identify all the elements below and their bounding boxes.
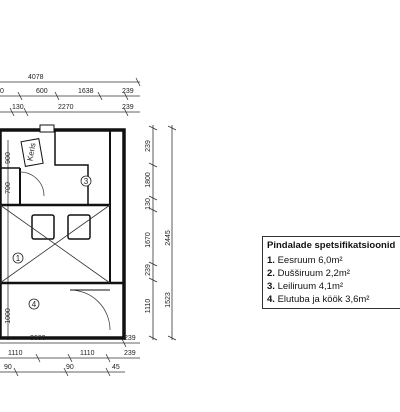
dim-label: 45 (112, 364, 120, 371)
legend-item-number: 1. (267, 255, 275, 266)
area-specification-legend: Pindalade spetsifikatsioonid 1. Eesruum … (262, 236, 400, 309)
room-number: 3 (84, 177, 89, 186)
dim-label: 1110 (8, 350, 23, 357)
legend-item-text: Dušširuum 2,2m² (277, 268, 350, 279)
legend-item-text: Elutuba ja köök 3,6m² (277, 294, 370, 305)
legend-item: 4. Elutuba ja köök 3,6m² (267, 293, 400, 306)
legend-item-number: 4. (267, 294, 275, 305)
dim-label: 239 (145, 264, 152, 276)
room-number: 4 (32, 300, 37, 309)
dim-label: 1800 (145, 172, 152, 188)
dim-label: 1638 (78, 88, 94, 95)
dim-label: 90 (66, 364, 74, 371)
dim-label: 700 (5, 182, 12, 194)
dim-label: 90 (4, 364, 12, 371)
sauna-stove: Keris (20, 138, 44, 167)
dim-label: 1110 (80, 350, 95, 357)
legend-item-number: 2. (267, 268, 275, 279)
room-labels: 3 1 4 (12, 175, 92, 310)
door-swing-arc (19, 171, 45, 197)
dim-label: 130 (12, 104, 24, 111)
legend-title: Pindalade spetsifikatsioonid (267, 240, 396, 251)
legend-item: 3. Leiliruum 4,1m² (267, 280, 400, 293)
dim-label: 900 (5, 152, 12, 164)
legend-item: 1. Eesruum 6,0m² (267, 254, 400, 267)
terrace-cross (0, 204, 111, 284)
building-walls (0, 124, 126, 340)
room-number: 1 (16, 254, 21, 263)
dim-label: 2270 (58, 104, 74, 111)
dim-label: 239 (145, 140, 152, 152)
legend-item-text: Eesruum 6,0m² (277, 255, 343, 266)
dim-label: 239 (124, 335, 136, 342)
floor-plan-drawing: Keris 3 1 4 4078 0 600 1638 239 130 2270… (0, 74, 177, 377)
dim-label: 239 (122, 104, 134, 111)
legend-item: 2. Dušširuum 2,2m² (267, 267, 400, 280)
door-swing-arc (69, 289, 111, 331)
bench (31, 214, 55, 240)
door-label: Keris (25, 142, 37, 162)
dim-label: 0 (0, 88, 4, 95)
dim-label: 1670 (145, 232, 152, 248)
dim-label: 239 (124, 350, 136, 357)
dim-label: 1110 (145, 299, 152, 314)
dim-label: 3600 (30, 335, 46, 342)
dim-label: 2445 (165, 230, 172, 246)
dim-label: 130 (145, 198, 152, 210)
dim-label: 239 (122, 88, 134, 95)
dim-label: 4078 (28, 74, 44, 81)
legend-item-text: Leiliruum 4,1m² (277, 281, 344, 292)
legend-item-number: 3. (267, 281, 275, 292)
dim-label: 1000 (5, 308, 12, 324)
dim-label: 600 (36, 88, 48, 95)
dim-label: 1523 (165, 292, 172, 308)
